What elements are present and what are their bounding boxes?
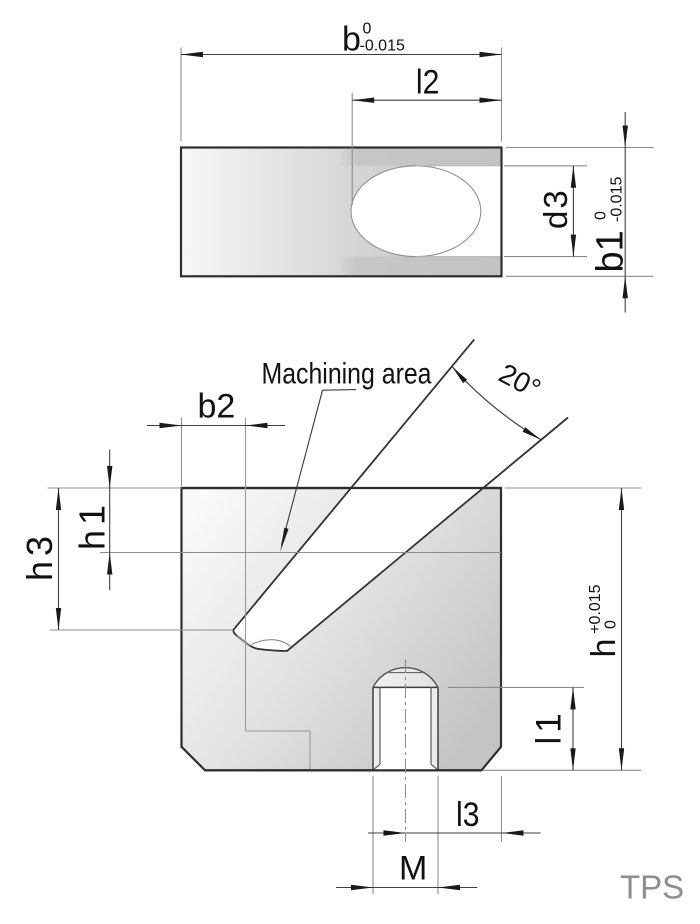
svg-text:+0.015: +0.015 (587, 584, 604, 633)
svg-text:l2: l2 (416, 64, 440, 102)
svg-text:0: 0 (363, 21, 372, 38)
svg-text:l3: l3 (456, 796, 480, 834)
svg-text:M: M (399, 850, 427, 888)
svg-text:h1: h1 (72, 500, 113, 550)
svg-text:d3: d3 (537, 188, 574, 229)
svg-text:-0.015: -0.015 (609, 177, 626, 222)
svg-text:h3: h3 (19, 531, 60, 581)
svg-text:b: b (342, 21, 361, 59)
svg-text:b2: b2 (198, 388, 236, 426)
svg-text:-0.015: -0.015 (360, 38, 405, 55)
svg-text:0: 0 (602, 620, 619, 629)
svg-text:b1: b1 (590, 230, 632, 272)
svg-text:Machining area: Machining area (262, 358, 432, 391)
svg-text:l1: l1 (530, 709, 569, 744)
svg-text:0: 0 (593, 211, 610, 220)
svg-text:TPS: TPS (620, 869, 684, 906)
svg-text:h: h (585, 639, 623, 658)
